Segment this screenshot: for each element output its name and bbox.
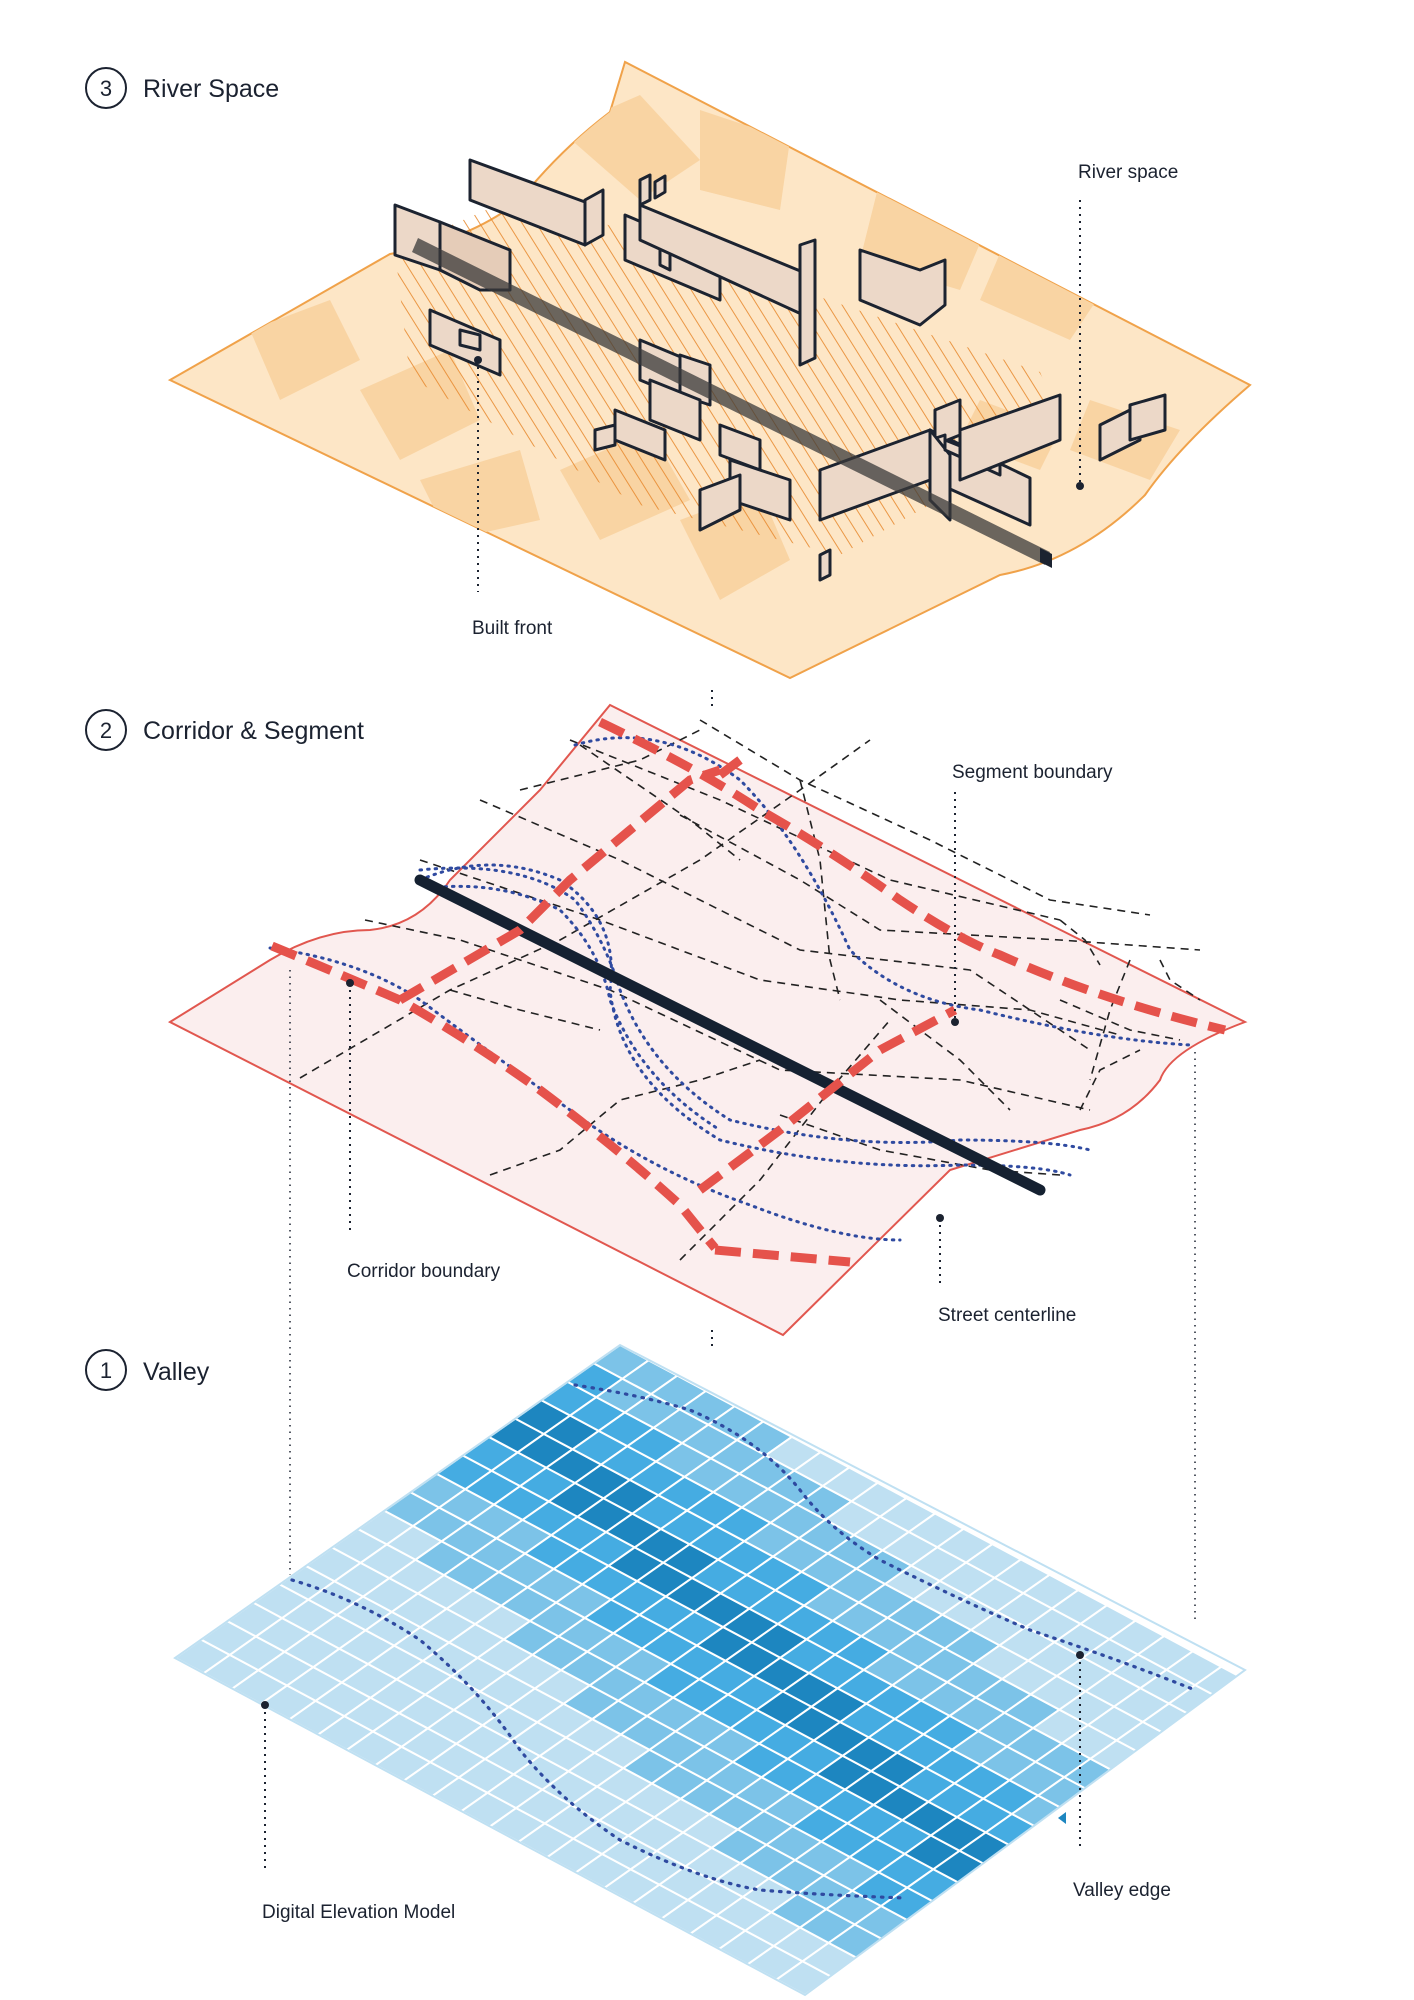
- valley-edge-projections: [268, 736, 1192, 1242]
- street-centerline: [414, 874, 1046, 1196]
- layer-3-number: 3: [100, 76, 112, 101]
- circled-number-icon: [85, 1349, 127, 1391]
- layer-2-heading: 2 Corridor & Segment: [85, 709, 364, 751]
- layer-3-title: River Space: [143, 75, 279, 103]
- built-front-walls: [393, 158, 1167, 582]
- corridor-boundary-callout: Corridor boundary: [346, 979, 501, 1282]
- layer-1-number: 1: [100, 1358, 112, 1383]
- layer-1-title: Valley: [143, 1358, 210, 1386]
- street-centerline-label: Street centerline: [938, 1305, 1076, 1326]
- corridor-boundary-label: Corridor boundary: [347, 1261, 501, 1282]
- circled-number-icon: [85, 709, 127, 751]
- layer-valley: 1 Valley Digital Elevation Model Valley …: [85, 1343, 1247, 1997]
- digital-elevation-model-callout: Digital Elevation Model: [261, 1701, 455, 1923]
- built-front-label: Built front: [472, 618, 553, 639]
- layer-river-space: 3 River Space: [85, 60, 1252, 680]
- layer-1-heading: 1 Valley: [85, 1349, 210, 1391]
- dem-edge-marker: [1058, 1812, 1066, 1824]
- segment-boundary-callout: Segment boundary: [951, 762, 1113, 1026]
- layer-3-heading: 3 River Space: [85, 67, 279, 109]
- corridor-boundaries: [270, 717, 1227, 1267]
- layer-corridor-segment: 2 Corridor & Segment: [85, 703, 1248, 1620]
- built-front-callout: Built front: [472, 356, 553, 639]
- dem-outline: [173, 1343, 1247, 1997]
- river-channel-end: [1040, 548, 1052, 568]
- river-space-label: River space: [1078, 162, 1178, 183]
- valley-edge-label: Valley edge: [1073, 1880, 1171, 1901]
- street-centerline-callout: Street centerline: [936, 1214, 1076, 1326]
- layer-2-title: Corridor & Segment: [143, 717, 364, 745]
- segment-boundary-label: Segment boundary: [952, 762, 1113, 783]
- digital-elevation-model-label: Digital Elevation Model: [262, 1902, 455, 1923]
- valley-edges: [290, 1383, 1197, 1900]
- river-channel: [412, 238, 1050, 565]
- circled-number-icon: [85, 67, 127, 109]
- digital-elevation-model-grid: [175, 1345, 1245, 1995]
- layer-2-number: 2: [100, 718, 112, 743]
- valley-edge-callout: Valley edge: [1073, 1651, 1171, 1901]
- river-space-callout: River space: [1076, 162, 1178, 490]
